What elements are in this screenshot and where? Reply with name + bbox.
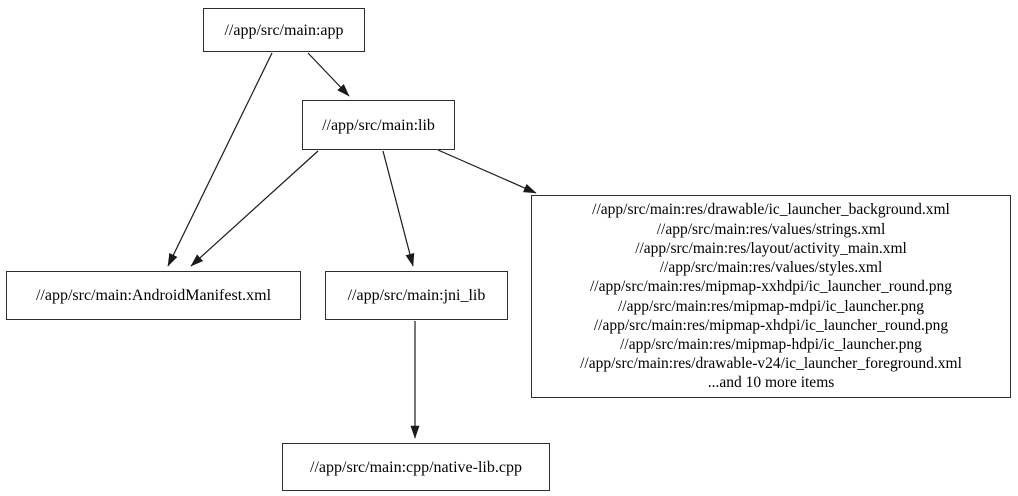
- res-item: //app/src/main:res/mipmap-xhdpi/ic_launc…: [593, 316, 949, 334]
- edge-app-to-lib: [307, 52, 350, 97]
- res-item: //app/src/main:res/drawable-v24/ic_launc…: [580, 355, 962, 373]
- node-resources-group: //app/src/main:res/drawable/ic_launcher_…: [531, 195, 1011, 398]
- res-item: //app/src/main:res/mipmap-xxhdpi/ic_laun…: [589, 278, 952, 296]
- node-android-manifest: //app/src/main:AndroidManifest.xml: [6, 271, 301, 320]
- node-lib: //app/src/main:lib: [302, 100, 455, 150]
- res-item: //app/src/main:res/values/styles.xml: [659, 259, 883, 277]
- edge-lib-to-res: [437, 149, 537, 194]
- res-more-items: ...and 10 more items: [707, 374, 835, 392]
- res-item: //app/src/main:res/drawable/ic_launcher_…: [592, 201, 950, 219]
- res-item: //app/src/main:res/layout/activity_main.…: [635, 239, 907, 257]
- edge-app-to-manifest: [167, 52, 273, 267]
- res-item: //app/src/main:res/mipmap-hdpi/ic_launch…: [620, 335, 922, 353]
- node-app: //app/src/main:app: [203, 8, 365, 52]
- node-native-lib-cpp: //app/src/main:cpp/native-lib.cpp: [282, 443, 550, 491]
- res-item: //app/src/main:res/values/strings.xml: [656, 220, 886, 238]
- node-jni-lib: //app/src/main:jni_lib: [325, 271, 508, 320]
- edge-lib-to-jni-lib: [382, 150, 415, 267]
- edge-lib-to-manifest: [190, 150, 319, 267]
- res-item: //app/src/main:res/mipmap-mdpi/ic_launch…: [617, 297, 925, 315]
